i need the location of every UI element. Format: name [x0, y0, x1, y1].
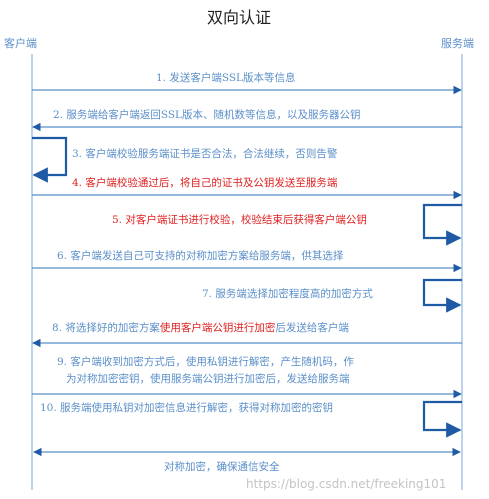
arrow-step-5: [422, 203, 462, 246]
watermark-text: https://blog.csdn.net/freeking101: [246, 477, 447, 491]
step-4-text: 4. 客户端校验通过后，将自己的证书及公钥发送至服务端: [72, 177, 338, 189]
step-8-text-highlight: 使用客户端公钥进行加密: [159, 322, 276, 334]
step-8-text: 8. 将选择好的加密方案使用客户端公钥进行加密后发送给客户端: [52, 323, 349, 334]
arrow-step-7: [422, 278, 462, 313]
step-6-text: 6. 客户端发送自己可支持的对称加密方案给服务端，供其选择: [57, 250, 344, 262]
server-label: 服务端: [441, 37, 474, 50]
step-2-text: 2. 服务端给客户端返回SSL版本、随机数等信息，以及服务器公钥: [53, 109, 361, 121]
step-7-text: 7. 服务端选择加密程度高的加密方式: [202, 288, 373, 300]
step-9-text-line-1: 9. 客户端收到加密方式后，使用私钥进行解密，产生随机码，作: [57, 356, 354, 368]
step-8-text-part-c: 后发送给客户端: [275, 322, 349, 334]
step-8-text-part-a: 8. 将选择好的加密方案: [52, 322, 160, 334]
step-9-text-line-2: 为对称加密密钥，使用服务端公钥进行加密后，发送给服务端: [66, 373, 350, 385]
step-11-text: 对称加密，确保通信安全: [164, 461, 280, 473]
client-label: 客户端: [4, 37, 37, 50]
diagram-title: 双向认证: [207, 8, 272, 27]
arrow-step-10: [422, 400, 462, 438]
step-5-text: 5. 对客户端证书进行校验，校验结束后获得客户端公钥: [112, 214, 367, 226]
step-3-text: 3. 客户端校验服务端证书是否合法，合法继续，否则告警: [72, 148, 338, 160]
arrow-step-3: [32, 136, 68, 183]
step-10-text: 10. 服务端使用私钥对加密信息进行解密，获得对称加密的密钥: [40, 402, 334, 414]
step-1-text: 1. 发送客户端SSL版本等信息: [156, 72, 296, 84]
